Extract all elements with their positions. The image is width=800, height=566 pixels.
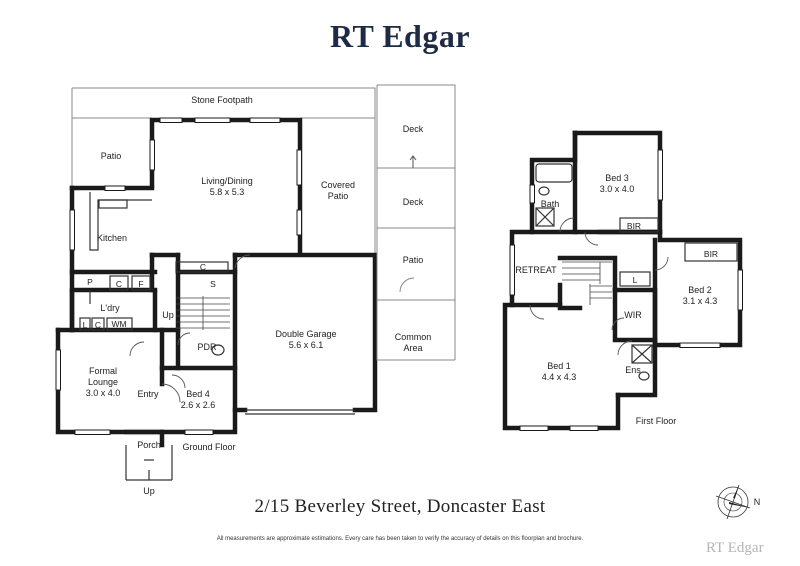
porch-label: Porch — [137, 440, 161, 450]
living-dining-size: 5.8 x 5.3 — [210, 187, 245, 197]
bed2-name: Bed 2 — [688, 285, 712, 295]
covered-patio-line1: Covered — [321, 180, 355, 190]
patio-label: Patio — [101, 151, 122, 161]
bed1-name: Bed 1 — [547, 361, 571, 371]
laundry-cupboard-label: C — [95, 320, 101, 330]
kitchen-label: Kitchen — [97, 233, 127, 243]
bir-2-label: BIR — [704, 249, 718, 259]
wir-label: WIR — [624, 310, 642, 320]
stone-footpath-label: Stone Footpath — [191, 95, 253, 105]
ground-floor-labels: Stone Footpath Patio Living/Dining 5.8 x… — [83, 95, 355, 496]
property-address: 2/15 Beverley Street, Doncaster East — [254, 496, 546, 517]
bir-1-label: BIR — [627, 221, 641, 231]
covered-patio-line2: Patio — [328, 191, 349, 201]
powder-room-label: PDR — [197, 342, 217, 352]
bed4-size: 2.6 x 2.6 — [181, 400, 216, 410]
living-dining-name: Living/Dining — [201, 176, 253, 186]
storage-label: S — [210, 279, 216, 289]
first-linen-label: L — [633, 275, 638, 285]
ensuite-label: Ens — [625, 365, 641, 375]
first-floor-labels: Bath Bed 3 3.0 x 4.0 BIR RETREAT L BIR B… — [515, 173, 718, 426]
ground-floor-label: Ground Floor — [182, 442, 235, 452]
compass-icon: N — [715, 484, 761, 520]
retreat-label: RETREAT — [515, 265, 557, 275]
bed2-size: 3.1 x 4.3 — [683, 296, 718, 306]
porch-up-label: Up — [143, 486, 155, 496]
outdoor-patio-label: Patio — [403, 255, 424, 265]
bed4-name: Bed 4 — [186, 389, 210, 399]
fridge-label: F — [138, 279, 143, 289]
first-floor-label: First Floor — [636, 416, 677, 426]
bed3-size: 3.0 x 4.0 — [600, 184, 635, 194]
disclaimer-text: All measurements are approximate estimat… — [216, 536, 584, 542]
outdoor-labels: Deck Deck Patio Common Area — [395, 124, 432, 353]
formal-lounge-line2: Lounge — [88, 377, 118, 387]
deck-2-label: Deck — [403, 197, 424, 207]
common-area-line2: Area — [403, 343, 422, 353]
formal-lounge-line1: Formal — [89, 366, 117, 376]
brand-title: RT Edgar — [329, 18, 471, 54]
bath-label: Bath — [541, 199, 560, 209]
stairs-up-label: Up — [162, 310, 174, 320]
entry-label: Entry — [137, 389, 159, 399]
linen-label: L — [83, 320, 88, 330]
bed1-size: 4.4 x 4.3 — [542, 372, 577, 382]
laundry-label: L'dry — [100, 303, 120, 313]
bed3-name: Bed 3 — [605, 173, 629, 183]
compass-north-label: N — [754, 497, 761, 507]
garage-size: 5.6 x 6.1 — [289, 340, 324, 350]
pantry-label: P — [87, 277, 93, 287]
washing-machine-label: WM — [111, 319, 126, 329]
footer-brand-logo: RT Edgar — [706, 540, 764, 556]
ground-floor-plan — [55, 87, 378, 481]
deck-1-label: Deck — [403, 124, 424, 134]
outdoor-areas — [376, 84, 456, 361]
cupboard-label: C — [116, 279, 122, 289]
common-area-line1: Common — [395, 332, 432, 342]
garage-name: Double Garage — [275, 329, 336, 339]
store-cupboard-label: C — [200, 262, 206, 272]
formal-lounge-size: 3.0 x 4.0 — [86, 388, 121, 398]
first-floor-plan — [502, 130, 743, 431]
